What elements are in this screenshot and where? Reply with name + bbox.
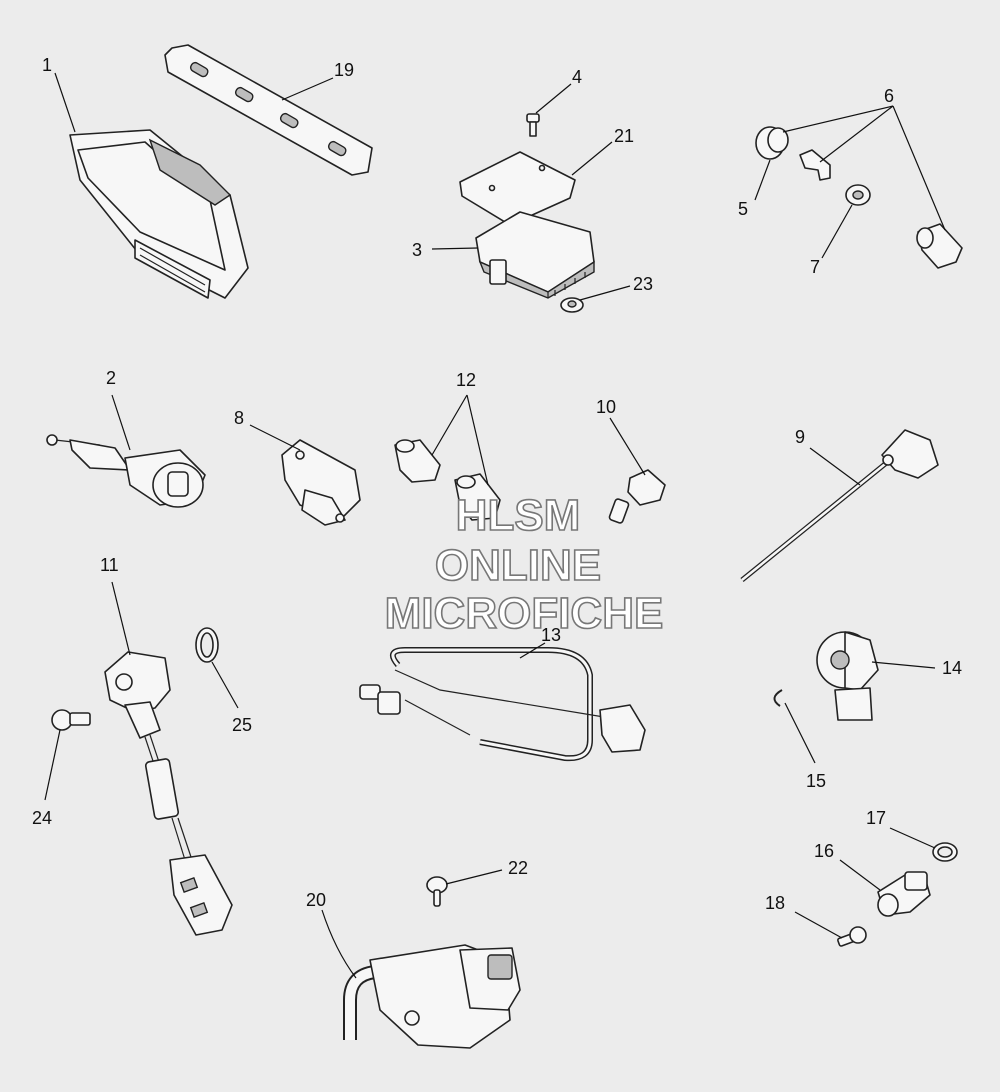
callout-3[interactable]: 3 xyxy=(412,240,422,260)
callout-15[interactable]: 15 xyxy=(806,771,826,791)
callout-1[interactable]: 1 xyxy=(42,55,52,75)
part-temp-sensor xyxy=(46,434,206,508)
part-clip-15 xyxy=(773,689,783,707)
callout-24[interactable]: 24 xyxy=(32,808,52,828)
callout-8[interactable]: 8 xyxy=(234,408,244,428)
leader-8 xyxy=(249,424,301,451)
callout-16[interactable]: 16 xyxy=(814,841,834,861)
callout-21[interactable]: 21 xyxy=(614,126,634,146)
leader-2 xyxy=(111,394,131,451)
leader-18 xyxy=(794,911,843,939)
callout-23[interactable]: 23 xyxy=(633,274,653,294)
leader-6a xyxy=(782,105,894,133)
part-washer-7 xyxy=(845,184,871,206)
watermark-line-1: HLSM xyxy=(456,491,581,540)
part-sensor-6 xyxy=(916,223,963,269)
leader-19 xyxy=(281,77,334,101)
callout-14[interactable]: 14 xyxy=(942,658,962,678)
leader-1 xyxy=(54,72,76,133)
part-key-tab xyxy=(799,149,831,181)
watermark: HLSM ONLINE MICROFICHE xyxy=(384,490,664,639)
part-cover-plate xyxy=(459,151,576,226)
part-rod-sensor xyxy=(740,429,939,582)
callout-17[interactable]: 17 xyxy=(866,808,886,828)
leader-24 xyxy=(44,729,61,801)
part-cap-5 xyxy=(755,126,789,160)
callout-12[interactable]: 12 xyxy=(456,370,476,390)
leader-3 xyxy=(431,247,479,250)
part-cap-23 xyxy=(560,297,584,313)
leader-5 xyxy=(754,159,771,201)
leader-25 xyxy=(211,661,239,709)
watermark-line-2: ONLINE xyxy=(435,541,601,590)
leader-6c xyxy=(892,105,946,231)
part-bolt-18 xyxy=(837,926,867,947)
leader-22 xyxy=(445,869,503,885)
callout-9[interactable]: 9 xyxy=(795,427,805,447)
callout-4[interactable]: 4 xyxy=(572,67,582,87)
callout-20[interactable]: 20 xyxy=(306,890,326,910)
part-coolant-sensor xyxy=(608,469,666,524)
leader-4 xyxy=(535,83,572,114)
callout-18[interactable]: 18 xyxy=(765,893,785,913)
part-o2-harness xyxy=(359,647,646,762)
callout-7[interactable]: 7 xyxy=(810,257,820,277)
part-o-ring-25 xyxy=(195,627,219,663)
leader-21 xyxy=(571,141,613,176)
leader-10 xyxy=(609,417,646,476)
leader-23 xyxy=(579,285,631,301)
callout-22[interactable]: 22 xyxy=(508,858,528,878)
leader-14 xyxy=(871,661,936,669)
part-o-ring-17 xyxy=(932,842,958,862)
part-speed-sensor xyxy=(877,871,931,917)
part-regulator-box xyxy=(475,211,595,299)
callout-13[interactable]: 13 xyxy=(541,625,561,645)
callout-5[interactable]: 5 xyxy=(738,199,748,219)
callout-11[interactable]: 11 xyxy=(100,555,119,575)
part-push-pin-22 xyxy=(426,876,448,907)
watermark-line-3: MICROFICHE xyxy=(385,589,664,638)
part-tps-harness xyxy=(104,651,233,936)
part-map-sensor xyxy=(281,439,361,526)
part-bracket-strip xyxy=(164,44,373,176)
part-purge-valve xyxy=(343,944,521,1049)
part-screw-4 xyxy=(526,113,540,137)
leader-13 xyxy=(519,642,546,659)
leader-15 xyxy=(784,702,816,764)
callout-25[interactable]: 25 xyxy=(232,715,252,735)
callout-19[interactable]: 19 xyxy=(334,60,354,80)
leader-20 xyxy=(321,909,357,979)
callout-labels: 1 19 4 21 6 5 3 7 23 2 12 10 8 9 11 13 1… xyxy=(32,55,962,913)
leader-16 xyxy=(839,859,881,891)
leader-9 xyxy=(809,447,861,486)
callout-2[interactable]: 2 xyxy=(106,368,116,388)
part-bolt-24 xyxy=(51,709,91,731)
part-knock-sensor xyxy=(816,631,879,721)
callout-10[interactable]: 10 xyxy=(596,397,616,417)
leader-11 xyxy=(111,581,131,656)
leader-6b xyxy=(819,105,894,163)
part-sensor-pair-12 xyxy=(394,439,501,521)
part-ecu-module xyxy=(69,129,249,299)
leader-12b xyxy=(466,394,489,486)
leader-12a xyxy=(431,394,468,456)
leader-lines xyxy=(44,72,946,979)
leader-7 xyxy=(821,204,853,259)
leader-17 xyxy=(889,827,936,849)
callout-6[interactable]: 6 xyxy=(884,86,894,106)
